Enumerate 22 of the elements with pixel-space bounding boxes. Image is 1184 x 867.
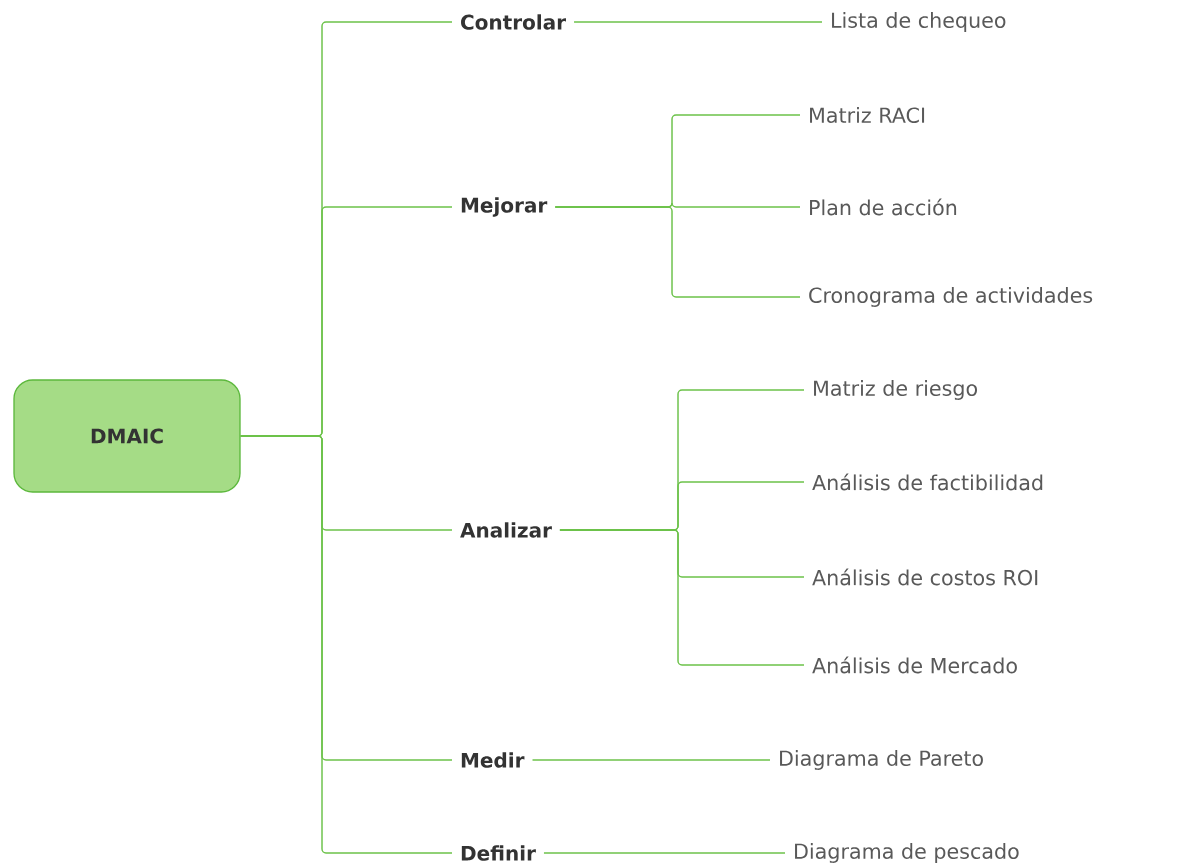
branch-label: Medir <box>461 752 525 768</box>
leaf-label: Análisis de factibilidad <box>812 473 1043 491</box>
branch-label: Definir <box>461 845 536 861</box>
leaf-label: Diagrama de pescado <box>795 843 1019 863</box>
connector-line <box>239 435 453 854</box>
leaf-label: Diagrama de Pareto <box>780 750 983 770</box>
leaf-label: Matriz de riesgo <box>814 380 977 400</box>
connector-line <box>531 759 771 761</box>
root-box: DMAIC <box>13 379 241 493</box>
branch-label: Analizar <box>460 522 552 538</box>
connector-line <box>554 206 801 298</box>
connector-line <box>573 21 823 23</box>
leaf-label: Análisis de Mercado <box>812 656 1017 674</box>
branch-label: Controlar <box>461 14 566 30</box>
branch-label: Mejorar <box>461 197 548 217</box>
connector-line <box>543 852 786 854</box>
leaf-label: Análisis de costos ROI <box>812 568 1038 586</box>
leaf-label: Lista de chequeo <box>832 12 1006 32</box>
leaf-label: Plan de acción <box>810 198 957 216</box>
leaf-label: Matriz RACI <box>810 107 925 123</box>
leaf-label: Cronograma de actividades <box>809 287 1093 307</box>
connector-line <box>559 529 805 666</box>
